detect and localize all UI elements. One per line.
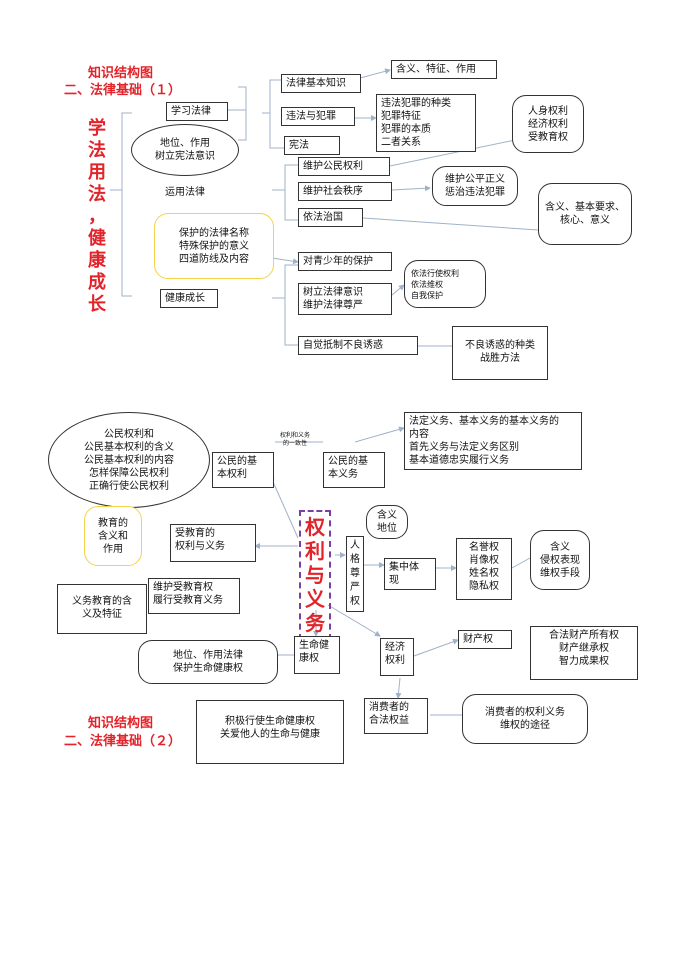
active-life-node: 积极行使生命健康权关爱他人的生命与健康 <box>196 700 344 764</box>
section1-heading-top: 知识结构图 <box>88 66 154 81</box>
section2-heading-top: 知识结构图 <box>88 716 154 731</box>
life-health-node: 生命健康权 <box>294 636 340 674</box>
consistency-label: 权利和义务的一致性 <box>279 432 310 447</box>
concentrated-node: 集中体现 <box>384 558 436 590</box>
economic-right-node: 经济权利 <box>380 638 414 676</box>
center-title: 权利 与义 务 <box>299 510 331 640</box>
rule-of-law-node: 依法治国 <box>298 208 363 227</box>
use-law-node: 运用法律 <box>160 183 222 202</box>
maintain-rights-node: 维护公民权利 <box>298 157 390 176</box>
section2-heading-bottom: 二、法律基础（２） <box>64 734 182 749</box>
maintain-order-node: 维护社会秩序 <box>298 182 392 201</box>
healthy-growth-node: 健康成长 <box>160 289 218 308</box>
dignity-rights-list: 名誉权肖像权 姓名权隐私权 <box>456 538 512 600</box>
law-awareness-node: 树立法律意识维护法律尊严 <box>298 283 392 315</box>
illegal-detail: 违法犯罪的种类犯罪特征 犯罪的本质二者关系 <box>376 94 476 152</box>
education-right-node: 受教育的权利与义务 <box>170 524 256 562</box>
rule-detail: 含义、基本要求、核心、意义 <box>538 183 632 245</box>
learn-law-node: 学习法律 <box>166 102 228 121</box>
law-basic-node: 法律基本知识 <box>281 74 361 93</box>
meaning-position: 含义地位 <box>366 505 408 539</box>
compulsory-education: 义务教育的含义及特征 <box>57 584 147 634</box>
basic-duties-node: 公民的基本义务 <box>323 452 385 488</box>
illegal-node: 违法与犯罪 <box>281 107 355 126</box>
basic-rights-node: 公民的基本权利 <box>212 452 274 488</box>
status-oval: 地位、作用树立宪法意识 <box>131 124 239 176</box>
infringe-detail: 含义侵权表现维权手段 <box>530 530 590 590</box>
law-protect-node: 地位、作用法律保护生命健康权 <box>138 640 278 684</box>
resist-detail: 不良诱惑的种类战胜方法 <box>452 326 548 380</box>
consumer-detail: 消费者的权利义务维权的途径 <box>462 694 588 744</box>
protection-yellow: 保护的法律名称特殊保护的意义四道防线及内容 <box>154 213 274 279</box>
property-detail: 合法财产所有权财产继承权智力成果权 <box>530 626 638 680</box>
section1-side-title: 学 法 用 法 ， 健 康 成 长 <box>88 118 106 315</box>
youth-protect-node: 对青少年的保护 <box>298 252 392 271</box>
resist-node: 自觉抵制不良诱惑 <box>298 336 418 355</box>
law-basic-detail: 含义、特征、作用 <box>391 60 497 79</box>
rights-oval: 人身权利经济权利受教育权 <box>512 95 584 153</box>
rights-content-oval: 公民权利和公民基本权利的含义公民基本权利的内容 怎样保障公民权利正确行使公民权利 <box>48 412 210 508</box>
education-yellow: 教育的含义和作用 <box>84 506 142 566</box>
rights-small: 依法行使权利依法维权自我保护 <box>404 260 486 308</box>
duties-detail: 法定义务、基本义务的基本义务的内容 首先义务与法定义务区别基本道德忠实履行义务 <box>404 412 582 470</box>
section1-heading-bottom: 二、法律基础（１） <box>64 83 182 98</box>
consumer-rights-node: 消费者的合法权益 <box>364 698 428 734</box>
constitution-node: 宪法 <box>284 136 340 155</box>
property-right-node: 财产权 <box>458 630 512 649</box>
justice-node: 维护公平正义惩治违法犯罪 <box>432 166 518 206</box>
maintain-education: 维护受教育权履行受教育义务 <box>148 578 240 614</box>
dignity-right: 人格 尊严 权 <box>346 536 364 612</box>
